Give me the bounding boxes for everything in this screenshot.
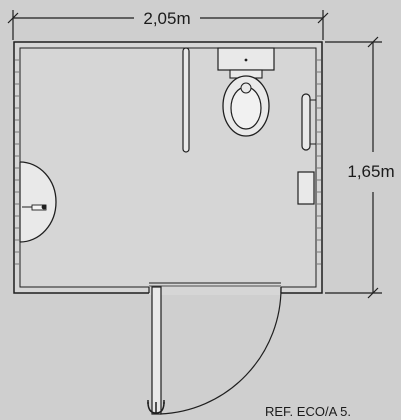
toilet-tank	[217, 47, 275, 71]
reference-label: REF. ECO/A 5.	[265, 404, 351, 419]
room-walls	[13, 41, 323, 295]
door-swing-arc	[159, 286, 282, 415]
door-handle-icon	[147, 400, 165, 414]
height-label: 1,65m	[347, 162, 394, 181]
vertical-grab-bar	[182, 47, 190, 153]
width-dimension: 2,05m	[7, 9, 329, 40]
toilet-icon	[222, 69, 270, 137]
height-dimension: 1,65m	[325, 36, 395, 299]
door-leaf	[151, 286, 162, 415]
side-grab-bar	[301, 93, 316, 151]
width-label: 2,05m	[143, 9, 190, 28]
paper-holder-icon	[297, 171, 315, 205]
wall-hatching	[15, 59, 321, 265]
washbasin-icon	[19, 161, 57, 243]
